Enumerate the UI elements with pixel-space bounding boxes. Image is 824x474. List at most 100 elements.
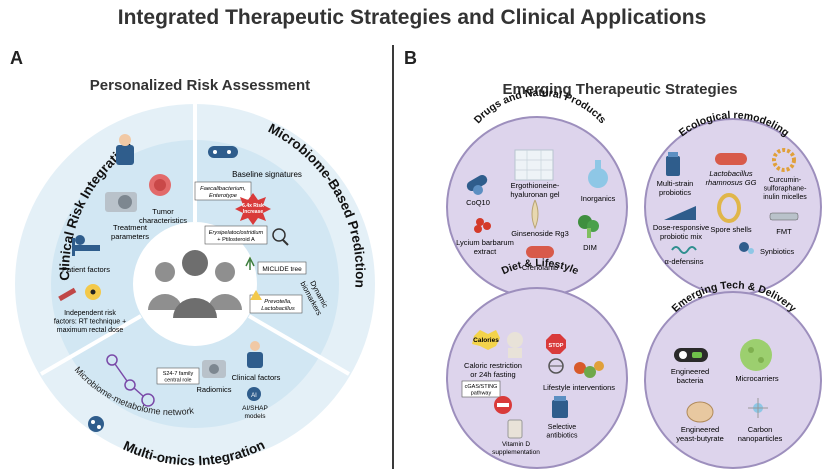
antibiotic-bottle-icon — [552, 396, 568, 418]
prevotella-label-2: Lactobacillus — [261, 306, 295, 312]
synbiotics-label: Synbiotics — [760, 247, 794, 256]
panel-divider — [392, 45, 394, 469]
patient-factors-label: Patient factors — [62, 265, 110, 274]
svg-text:Erysipelatoclostridium+ Ptilos: Erysipelatoclostridium+ Ptilosteroid A — [209, 230, 264, 243]
patient-bed-icon — [72, 235, 100, 256]
cgas-label-2: pathway — [471, 391, 492, 397]
no-entry-icon — [494, 396, 512, 414]
calories-burst-icon — [472, 330, 500, 350]
erysi-label-1: Erysipelatoclostridium — [209, 230, 264, 236]
treatment-machine-icon — [105, 192, 137, 212]
spore-label: Spore shells — [710, 225, 752, 234]
ai-label-1: AI/SHAP — [242, 405, 268, 412]
svg-text:AI: AI — [251, 393, 257, 399]
faecali-label-1: Faecalibacterium, — [200, 186, 246, 192]
curcumin-label-1: Curcumin- — [769, 177, 802, 184]
lycium-label-1: Lycium barbarum — [456, 238, 514, 247]
yeast-label-2: yeast-butyrate — [676, 434, 724, 443]
microcarrier-icon — [740, 339, 772, 371]
dose-chart-icon — [664, 206, 696, 220]
network-icon — [106, 354, 155, 407]
risk-label-1: Independent risk — [64, 310, 116, 317]
clinician-icon — [247, 341, 263, 368]
exercise-icon — [548, 358, 564, 374]
ai-label-2: models — [245, 413, 267, 420]
lycium-label-2: extract — [474, 247, 497, 256]
fmt-icon — [769, 212, 799, 221]
magnifier-icon — [272, 228, 289, 246]
multistrain-label-2: probiotics — [659, 188, 691, 197]
risk-assessment-wheel: Clinical Risk Integration Microbiome-Bas… — [0, 0, 375, 468]
multistrain-label-1: Multi-strain — [657, 179, 694, 188]
selective-label-1: Selective — [548, 424, 577, 431]
capsule-icon — [466, 174, 488, 195]
svg-text:Curcumin-sulforaphane-inulin m: Curcumin-sulforaphane-inulin micelles — [763, 177, 807, 201]
radiomics-label: Radiomics — [196, 385, 231, 394]
svg-text:Prevotella,Lactobacillus: Prevotella,Lactobacillus — [261, 299, 295, 312]
dim-label: DIM — [583, 243, 597, 252]
scanner-icon — [202, 360, 226, 378]
person-eating-icon — [507, 332, 523, 358]
panel-a-letter: A — [10, 48, 23, 68]
svg-text:Ergothioneine-hyaluronan gel: Ergothioneine-hyaluronan gel — [510, 181, 560, 199]
risk-label-3: maximum rectal dose — [57, 327, 124, 334]
patients-group-icon — [148, 250, 242, 318]
defensin-icon — [671, 246, 697, 254]
synbiotic-icon — [739, 242, 754, 254]
ginseng-icon — [531, 199, 539, 230]
ginsenoside-label: Ginsenoside Rg3 — [511, 229, 569, 238]
lacto-label-1: Lactobacillus — [709, 169, 753, 178]
svg-text:Faecalibacterium,Enterotype: Faecalibacterium,Enterotype — [200, 186, 246, 199]
increase-label-2: Increase — [243, 209, 264, 215]
stop-sign-icon — [546, 334, 566, 354]
vitd-label-2: supplementation — [492, 449, 540, 456]
erysi-label-2: + Ptilosteroid A — [217, 237, 255, 243]
tumor-label-2: characteristics — [139, 216, 187, 225]
micelle-icon — [772, 148, 796, 172]
warning-icon — [250, 290, 262, 300]
vegetables-icon — [574, 361, 604, 378]
broccoli-icon — [578, 215, 599, 238]
bacterium-icon — [208, 146, 238, 158]
vitd-label-1: Vitamin D — [502, 441, 530, 448]
eco-circle — [644, 118, 822, 296]
bacteria-label-1: Engineered — [671, 367, 709, 376]
calories-label: Calories — [473, 337, 499, 344]
yeast-label-1: Engineered — [681, 425, 719, 434]
inorganics-label: Inorganics — [581, 194, 616, 203]
flask-icon — [588, 160, 608, 188]
spore-shell-icon — [717, 193, 741, 223]
increase-label-1: 6.4x Risk — [242, 203, 264, 209]
dose-label-1: Dose-responsive — [653, 223, 709, 232]
faecali-label-2: Enterotype — [209, 193, 238, 199]
pill-icon — [526, 246, 554, 258]
stop-label: STOP — [549, 343, 564, 349]
curcumin-label-2: sulforaphane- — [764, 186, 807, 193]
s24-label-1: S24-7 family — [163, 371, 194, 377]
tumor-label-1: Tumor — [152, 207, 174, 216]
probiotic-bottle-icon — [666, 152, 680, 176]
curcumin-label-3: inulin micelles — [763, 194, 807, 201]
plant-icon — [245, 256, 255, 270]
lacto-bacterium-icon — [715, 153, 747, 165]
engineered-bacteria-icon — [674, 348, 708, 362]
selective-label-2: antibiotics — [546, 433, 578, 440]
cgas-label-1: cGAS/STING — [465, 384, 498, 390]
risk-burst-icon — [235, 193, 271, 225]
risk-label-2: factors: RT technique + — [54, 319, 126, 326]
lifestyle-label: Lifestyle interventions — [543, 383, 615, 392]
radiation-icon — [85, 284, 101, 300]
pipette-icon — [58, 287, 77, 302]
caloric-label-1: Caloric restriction — [464, 361, 522, 370]
